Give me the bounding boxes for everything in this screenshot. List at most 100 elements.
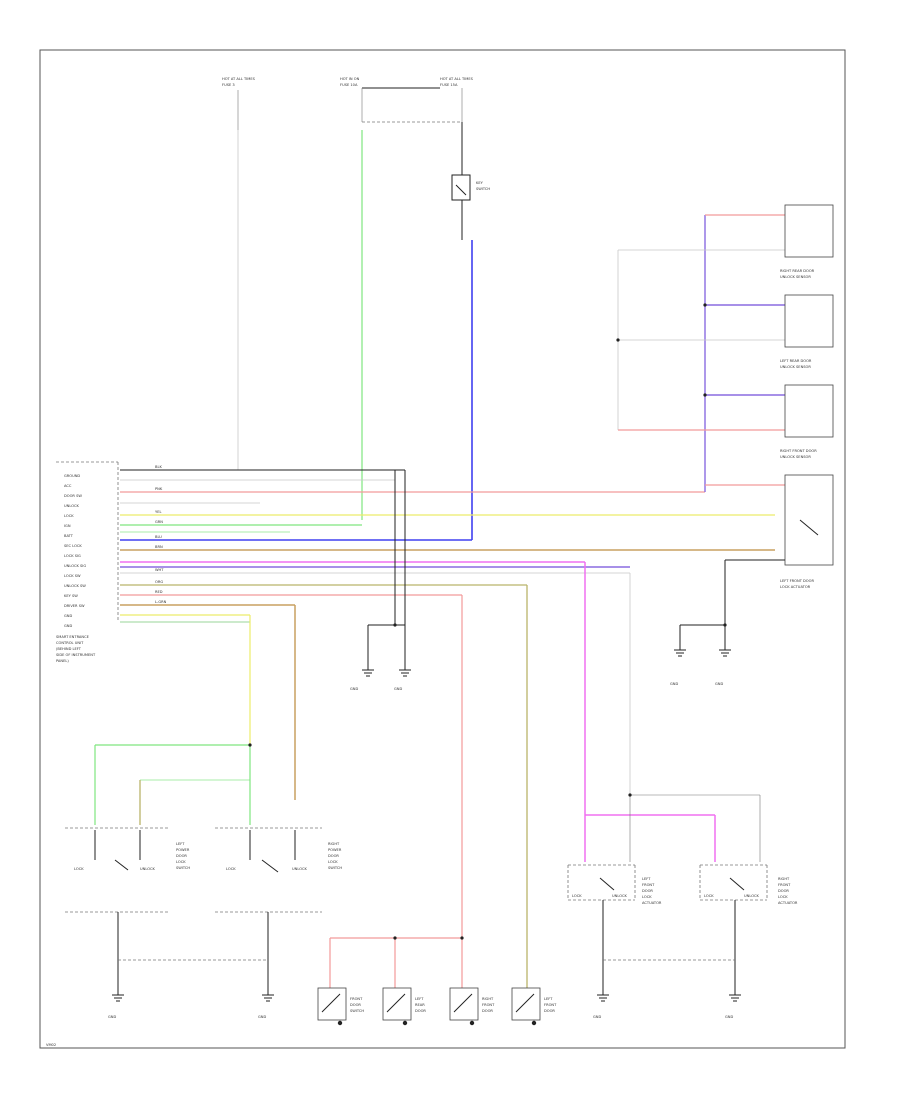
gnd-label-7: GND bbox=[593, 1015, 601, 1019]
unlock-label-left: UNLOCK bbox=[140, 867, 156, 871]
dsw-4-l3: DOOR bbox=[544, 1009, 555, 1013]
tag-yel: YEL bbox=[155, 510, 161, 514]
pin-11: LOCK SW bbox=[64, 574, 81, 578]
pls-right-2: POWER bbox=[328, 848, 342, 852]
pin-12: UNLOCK SW bbox=[64, 584, 86, 588]
module-label-3: (BEHIND LEFT bbox=[56, 647, 82, 651]
act-l-lock: LOCK bbox=[572, 894, 582, 898]
key-switch-label-1: KEY bbox=[476, 181, 484, 185]
sensor-1-label-1: RIGHT REAR DOOR bbox=[780, 269, 815, 273]
fuse-1-top: HOT AT ALL TIMES bbox=[222, 77, 256, 81]
dsw-2-l3: DOOR bbox=[415, 1009, 426, 1013]
gnd-label-5: GND bbox=[108, 1015, 116, 1019]
pin-8: SEC LOCK bbox=[64, 544, 82, 548]
dsw-1-l3: SWITCH bbox=[350, 1009, 364, 1013]
gnd-label-1: GND bbox=[350, 687, 358, 691]
pls-left-2: POWER bbox=[176, 848, 190, 852]
sensor-4-label-2: LOCK ACTUATOR bbox=[780, 585, 811, 589]
act-r-5: ACTUATOR bbox=[778, 901, 798, 905]
act-r-4: LOCK bbox=[778, 895, 788, 899]
module-label-5: PANEL) bbox=[56, 659, 69, 663]
pls-left-3: DOOR bbox=[176, 854, 187, 858]
harness-wires bbox=[120, 469, 775, 623]
pls-right-5: SWITCH bbox=[328, 866, 342, 870]
fuse-3-sub: FUSE 15A bbox=[440, 83, 458, 87]
unlock-label-right: UNLOCK bbox=[292, 867, 308, 871]
pin-15: GND bbox=[64, 614, 72, 618]
wire-tags: BLK PNK GRN YEL BLU RED WHT L-GRN BRN OR… bbox=[155, 465, 167, 604]
dsw-3-l2: FRONT bbox=[482, 1003, 495, 1007]
act-l-4: LOCK bbox=[642, 895, 652, 899]
pin-3: DOOR SW bbox=[64, 494, 82, 498]
pin-6: IGN bbox=[64, 524, 71, 528]
tag-wht: WHT bbox=[155, 568, 164, 572]
dsw-3-l1: RIGHT bbox=[482, 997, 494, 1001]
act-l-3: DOOR bbox=[642, 889, 653, 893]
lock-label-left: LOCK bbox=[74, 867, 84, 871]
dsw-1-l2: DOOR bbox=[350, 1003, 361, 1007]
fuse-2-sub: FUSE 10A bbox=[340, 83, 358, 87]
pls-right-1: RIGHT bbox=[328, 842, 340, 846]
pin-14: DRIVER SW bbox=[64, 604, 85, 608]
dsw-4-l1: LEFT bbox=[544, 997, 553, 1001]
act-l-unlock: UNLOCK bbox=[612, 894, 628, 898]
pin-5: LOCK bbox=[64, 514, 74, 518]
right-sensor-column: RIGHT REAR DOOR UNLOCK SENSOR LEFT REAR … bbox=[617, 204, 834, 686]
pls-left-5: SWITCH bbox=[176, 866, 190, 870]
tag-red: RED bbox=[155, 590, 163, 594]
tag-grn: GRN bbox=[155, 520, 163, 524]
lock-label-right: LOCK bbox=[226, 867, 236, 871]
tag-blu: BLU bbox=[155, 535, 162, 539]
diagram-frame bbox=[39, 49, 846, 1049]
tag-blk: BLK bbox=[155, 465, 162, 469]
pin-16: GND bbox=[64, 624, 72, 628]
fuse-3-top: HOT AT ALL TIMES bbox=[440, 77, 474, 81]
act-r-2: FRONT bbox=[778, 883, 791, 887]
tag-pnk: PNK bbox=[155, 487, 163, 491]
pin-1: GROUND bbox=[64, 474, 80, 478]
sensor-2-label-1: LEFT REAR DOOR bbox=[780, 359, 812, 363]
fuse-1: HOT AT ALL TIMES FUSE 3 bbox=[222, 77, 256, 130]
act-l-2: FRONT bbox=[642, 883, 655, 887]
gnd-label-2: GND bbox=[394, 687, 402, 691]
key-switch-label-2: SWITCH bbox=[476, 187, 490, 191]
gnd-label-4: GND bbox=[715, 682, 723, 686]
door-switches: FRONT DOOR SWITCH LEFT REAR DOOR RIGHT F… bbox=[317, 585, 557, 1026]
act-r-lock: LOCK bbox=[704, 894, 714, 898]
tag-brn: BRN bbox=[155, 545, 163, 549]
pls-left-4: LOCK bbox=[176, 860, 186, 864]
door-lock-actuators: LOCK UNLOCK LEFT FRONT DOOR LOCK ACTUATO… bbox=[567, 562, 798, 1019]
dsw-3-l3: DOOR bbox=[482, 1009, 493, 1013]
gnd-label-8: GND bbox=[725, 1015, 733, 1019]
pls-right-3: DOOR bbox=[328, 854, 339, 858]
act-r-unlock: UNLOCK bbox=[744, 894, 760, 898]
dsw-4-l2: FRONT bbox=[544, 1003, 557, 1007]
figure-id: VM02 bbox=[46, 1043, 56, 1047]
dsw-1-l1: FRONT bbox=[350, 997, 363, 1001]
pin-9: LOCK SIG bbox=[64, 554, 81, 558]
pin-13: KEY SW bbox=[64, 594, 78, 598]
sensor-3-label-1: RIGHT FRONT DOOR bbox=[780, 449, 817, 453]
pin-10: UNLOCK SIG bbox=[64, 564, 86, 568]
module-label-2: CONTROL UNIT bbox=[56, 641, 84, 645]
dsw-2-l1: LEFT bbox=[415, 997, 424, 1001]
act-r-1: RIGHT bbox=[778, 877, 790, 881]
sensor-1-label-2: UNLOCK SENSOR bbox=[780, 275, 811, 279]
fuse-2-top: HOT IN ON bbox=[340, 77, 360, 81]
dsw-2-l2: REAR bbox=[415, 1003, 425, 1007]
tag-org: ORG bbox=[155, 580, 163, 584]
sensor-2-label-2: UNLOCK SENSOR bbox=[780, 365, 811, 369]
act-l-1: LEFT bbox=[642, 877, 651, 881]
act-r-3: DOOR bbox=[778, 889, 789, 893]
fuse-3: HOT AT ALL TIMES FUSE 15A bbox=[440, 77, 474, 122]
pin-4: UNLOCK bbox=[64, 504, 80, 508]
power-lock-switches: LOCK UNLOCK LEFT POWER DOOR LOCK SWITCH … bbox=[65, 605, 342, 1019]
pin-2: ACC bbox=[64, 484, 72, 488]
key-switch: KEY SWITCH bbox=[451, 122, 490, 240]
fuse-1-sub: FUSE 3 bbox=[222, 83, 235, 87]
sensor-4-label-1: LEFT FRONT DOOR bbox=[780, 579, 814, 583]
gnd-label-3: GND bbox=[670, 682, 678, 686]
fuse-2: HOT IN ON FUSE 10A bbox=[340, 77, 462, 123]
sensor-3-label-2: UNLOCK SENSOR bbox=[780, 455, 811, 459]
pls-left-1: LEFT bbox=[176, 842, 185, 846]
